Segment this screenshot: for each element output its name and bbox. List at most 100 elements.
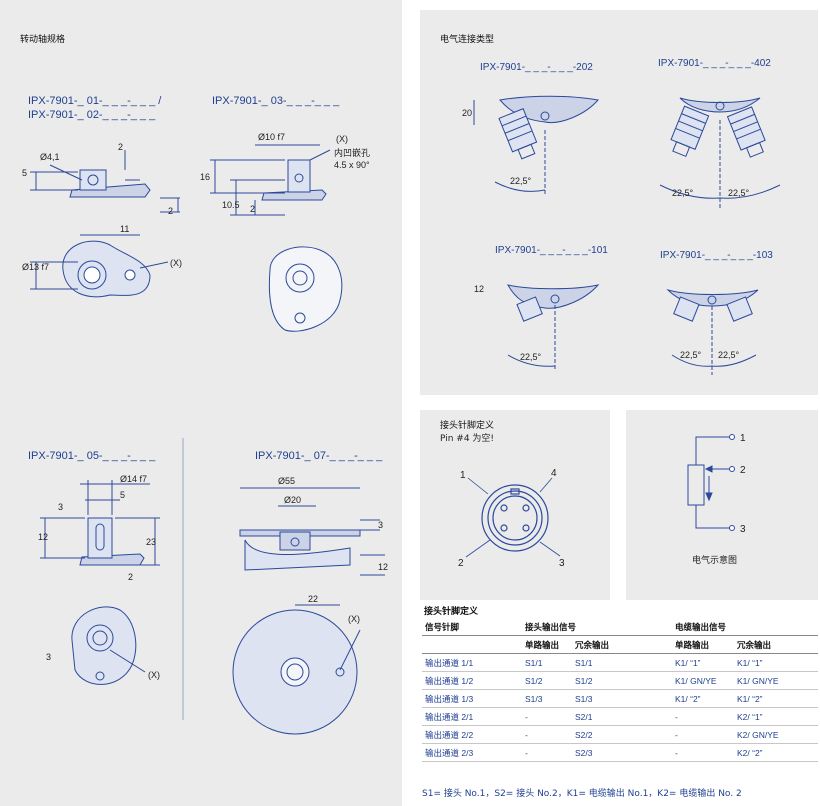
table-cell: 输出通道 1/1 xyxy=(422,653,522,672)
dim-h2-05: 2 xyxy=(128,572,133,582)
conn-angle-103b: 22,5° xyxy=(718,350,740,360)
table-cell: K1/ “1” xyxy=(672,653,734,672)
conn-code-103: IPX-7901-_ _ _-_ _ _-103 xyxy=(660,250,773,261)
table-cell: K1/ GN/YE xyxy=(672,671,734,690)
th-cable-output: 电缆输出信号 xyxy=(672,618,818,636)
table-cell: S1/2 xyxy=(522,671,572,690)
dim-note1: 内凹嵌孔 xyxy=(334,147,370,158)
th-connector-output: 接头输出信号 xyxy=(522,618,672,636)
connection-title: 电气连接类型 xyxy=(440,35,495,45)
table-cell: S1/3 xyxy=(522,689,572,708)
pin-num-4: 4 xyxy=(551,468,557,479)
dim-note2: 4.5 x 90° xyxy=(334,160,370,170)
conn-angle-202: 22,5° xyxy=(510,176,532,186)
table-cell: 输出通道 2/1 xyxy=(422,707,522,726)
th-conn-single: 单路输出 xyxy=(522,635,572,654)
schematic-panel xyxy=(626,410,818,600)
conn-angle-402b: 22,5° xyxy=(728,188,750,198)
drawing-shaft-01: Ø4,1 5 2 2 11 Ø13 f7 (X) xyxy=(22,142,182,298)
table-cell: - xyxy=(522,743,572,762)
sch-pin-3: 3 xyxy=(740,524,746,535)
connection-panel xyxy=(420,10,818,395)
dim-h5: 5 xyxy=(22,168,27,178)
table-cell: - xyxy=(672,725,734,744)
dim-x03: (X) xyxy=(336,134,348,144)
dim-w11: 11 xyxy=(120,224,129,234)
table-cell: S1/2 xyxy=(572,671,672,690)
th-cable-single: 单路输出 xyxy=(672,635,734,654)
table-cell: S1/1 xyxy=(522,653,572,672)
table-cell: K1/ GN/YE xyxy=(734,671,818,690)
connection-drawings: 20 22,5° 22,5° 22,5° 12 22,5° 22,5° 22,5… xyxy=(462,95,781,375)
conn-angle-402a: 22,5° xyxy=(672,188,694,198)
conn-code-202: IPX-7901-_ _ _-_ _ _-202 xyxy=(480,62,593,73)
dim-h2-03: 2 xyxy=(250,204,255,214)
table-title: 接头针脚定义 xyxy=(424,607,479,617)
dim-h23: 23 xyxy=(146,537,156,547)
part-code-01: IPX-7901-_ 01-_ _ _-_ _ _ / xyxy=(28,95,162,107)
th-cable-redundant: 冗余输出 xyxy=(734,635,818,654)
table-cell: K1/ “2” xyxy=(672,689,734,708)
schematic-caption: 电气示意图 xyxy=(692,556,738,566)
table-cell: K2/ “1” xyxy=(734,707,818,726)
dim-h2b: 2 xyxy=(168,206,173,216)
dim-w22: 22 xyxy=(308,594,318,604)
conn-code-101: IPX-7901-_ _ _-_ _ _-101 xyxy=(495,245,608,256)
dim-h12-07: 12 xyxy=(378,562,388,572)
drawing-shaft-03: Ø10 f7 (X) 内凹嵌孔 4.5 x 90° 16 10.5 2 xyxy=(200,132,370,332)
dim-d14: Ø14 f7 xyxy=(120,474,147,484)
dim-d20: Ø20 xyxy=(284,495,301,505)
pin-table: 信号针脚 接头输出信号 电缆输出信号 单路输出 冗余输出 单路输出 冗余输出 输… xyxy=(422,618,818,762)
dim-d41: Ø4,1 xyxy=(40,152,60,162)
dim-h3b: 3 xyxy=(46,652,51,662)
table-cell: 输出通道 2/3 xyxy=(422,743,522,762)
dim-d13: Ø13 f7 xyxy=(22,262,49,272)
table-cell: S2/2 xyxy=(572,725,672,744)
conn-dim-12: 12 xyxy=(474,284,484,294)
drawing-shaft-05: Ø14 f7 5 3 12 23 2 3 (X) xyxy=(38,474,160,685)
table-header-row-2: 单路输出 冗余输出 单路输出 冗余输出 xyxy=(422,635,818,654)
table-row: 输出通道 2/3-S2/3-K2/ “2” xyxy=(422,743,818,762)
table-cell: 输出通道 2/2 xyxy=(422,725,522,744)
dim-d10: Ø10 f7 xyxy=(258,132,285,142)
shaft-title: 转动轴规格 xyxy=(20,35,66,45)
table-cell: S2/1 xyxy=(572,707,672,726)
pin-title: 接头针脚定义 xyxy=(440,421,495,431)
table-cell: K2/ “2” xyxy=(734,743,818,762)
dim-h3: 3 xyxy=(58,502,63,512)
table-row: 输出通道 2/1-S2/1-K2/ “1” xyxy=(422,707,818,726)
table-cell: - xyxy=(522,725,572,744)
pin-num-1: 1 xyxy=(460,470,466,481)
table-cell: 输出通道 1/2 xyxy=(422,671,522,690)
table-row: 输出通道 2/2-S2/2-K2/ GN/YE xyxy=(422,725,818,744)
conn-dim-20: 20 xyxy=(462,108,472,118)
th-empty xyxy=(422,635,522,654)
conn-code-402: IPX-7901-_ _ _-_ _ _-402 xyxy=(658,58,771,69)
dim-x01: (X) xyxy=(170,258,182,268)
table-cell: K1/ “1” xyxy=(734,653,818,672)
table-cell: K2/ GN/YE xyxy=(734,725,818,744)
drawing-shaft-07: Ø55 Ø20 3 12 22 (X) xyxy=(232,476,388,735)
conn-angle-101: 22,5° xyxy=(520,352,542,362)
part-code-03: IPX-7901-_ 03-_ _ _-_ _ _ xyxy=(212,95,340,107)
dim-h2a: 2 xyxy=(118,142,123,152)
pin-panel xyxy=(420,410,610,600)
part-code-05: IPX-7901-_ 05-_ _ _-_ _ _ xyxy=(28,450,156,462)
pin-num-3: 3 xyxy=(559,558,565,569)
table-cell: 输出通道 1/3 xyxy=(422,689,522,708)
dim-h105: 10.5 xyxy=(222,200,240,210)
dim-x05: (X) xyxy=(148,670,160,680)
dim-h12: 12 xyxy=(38,532,48,542)
dim-d55: Ø55 xyxy=(278,476,295,486)
table-cell: K1/ “2” xyxy=(734,689,818,708)
dim-x07: (X) xyxy=(348,614,360,624)
conn-angle-103a: 22,5° xyxy=(680,350,702,360)
dim-h16: 16 xyxy=(200,172,210,182)
table-cell: S2/3 xyxy=(572,743,672,762)
table-cell: - xyxy=(672,707,734,726)
